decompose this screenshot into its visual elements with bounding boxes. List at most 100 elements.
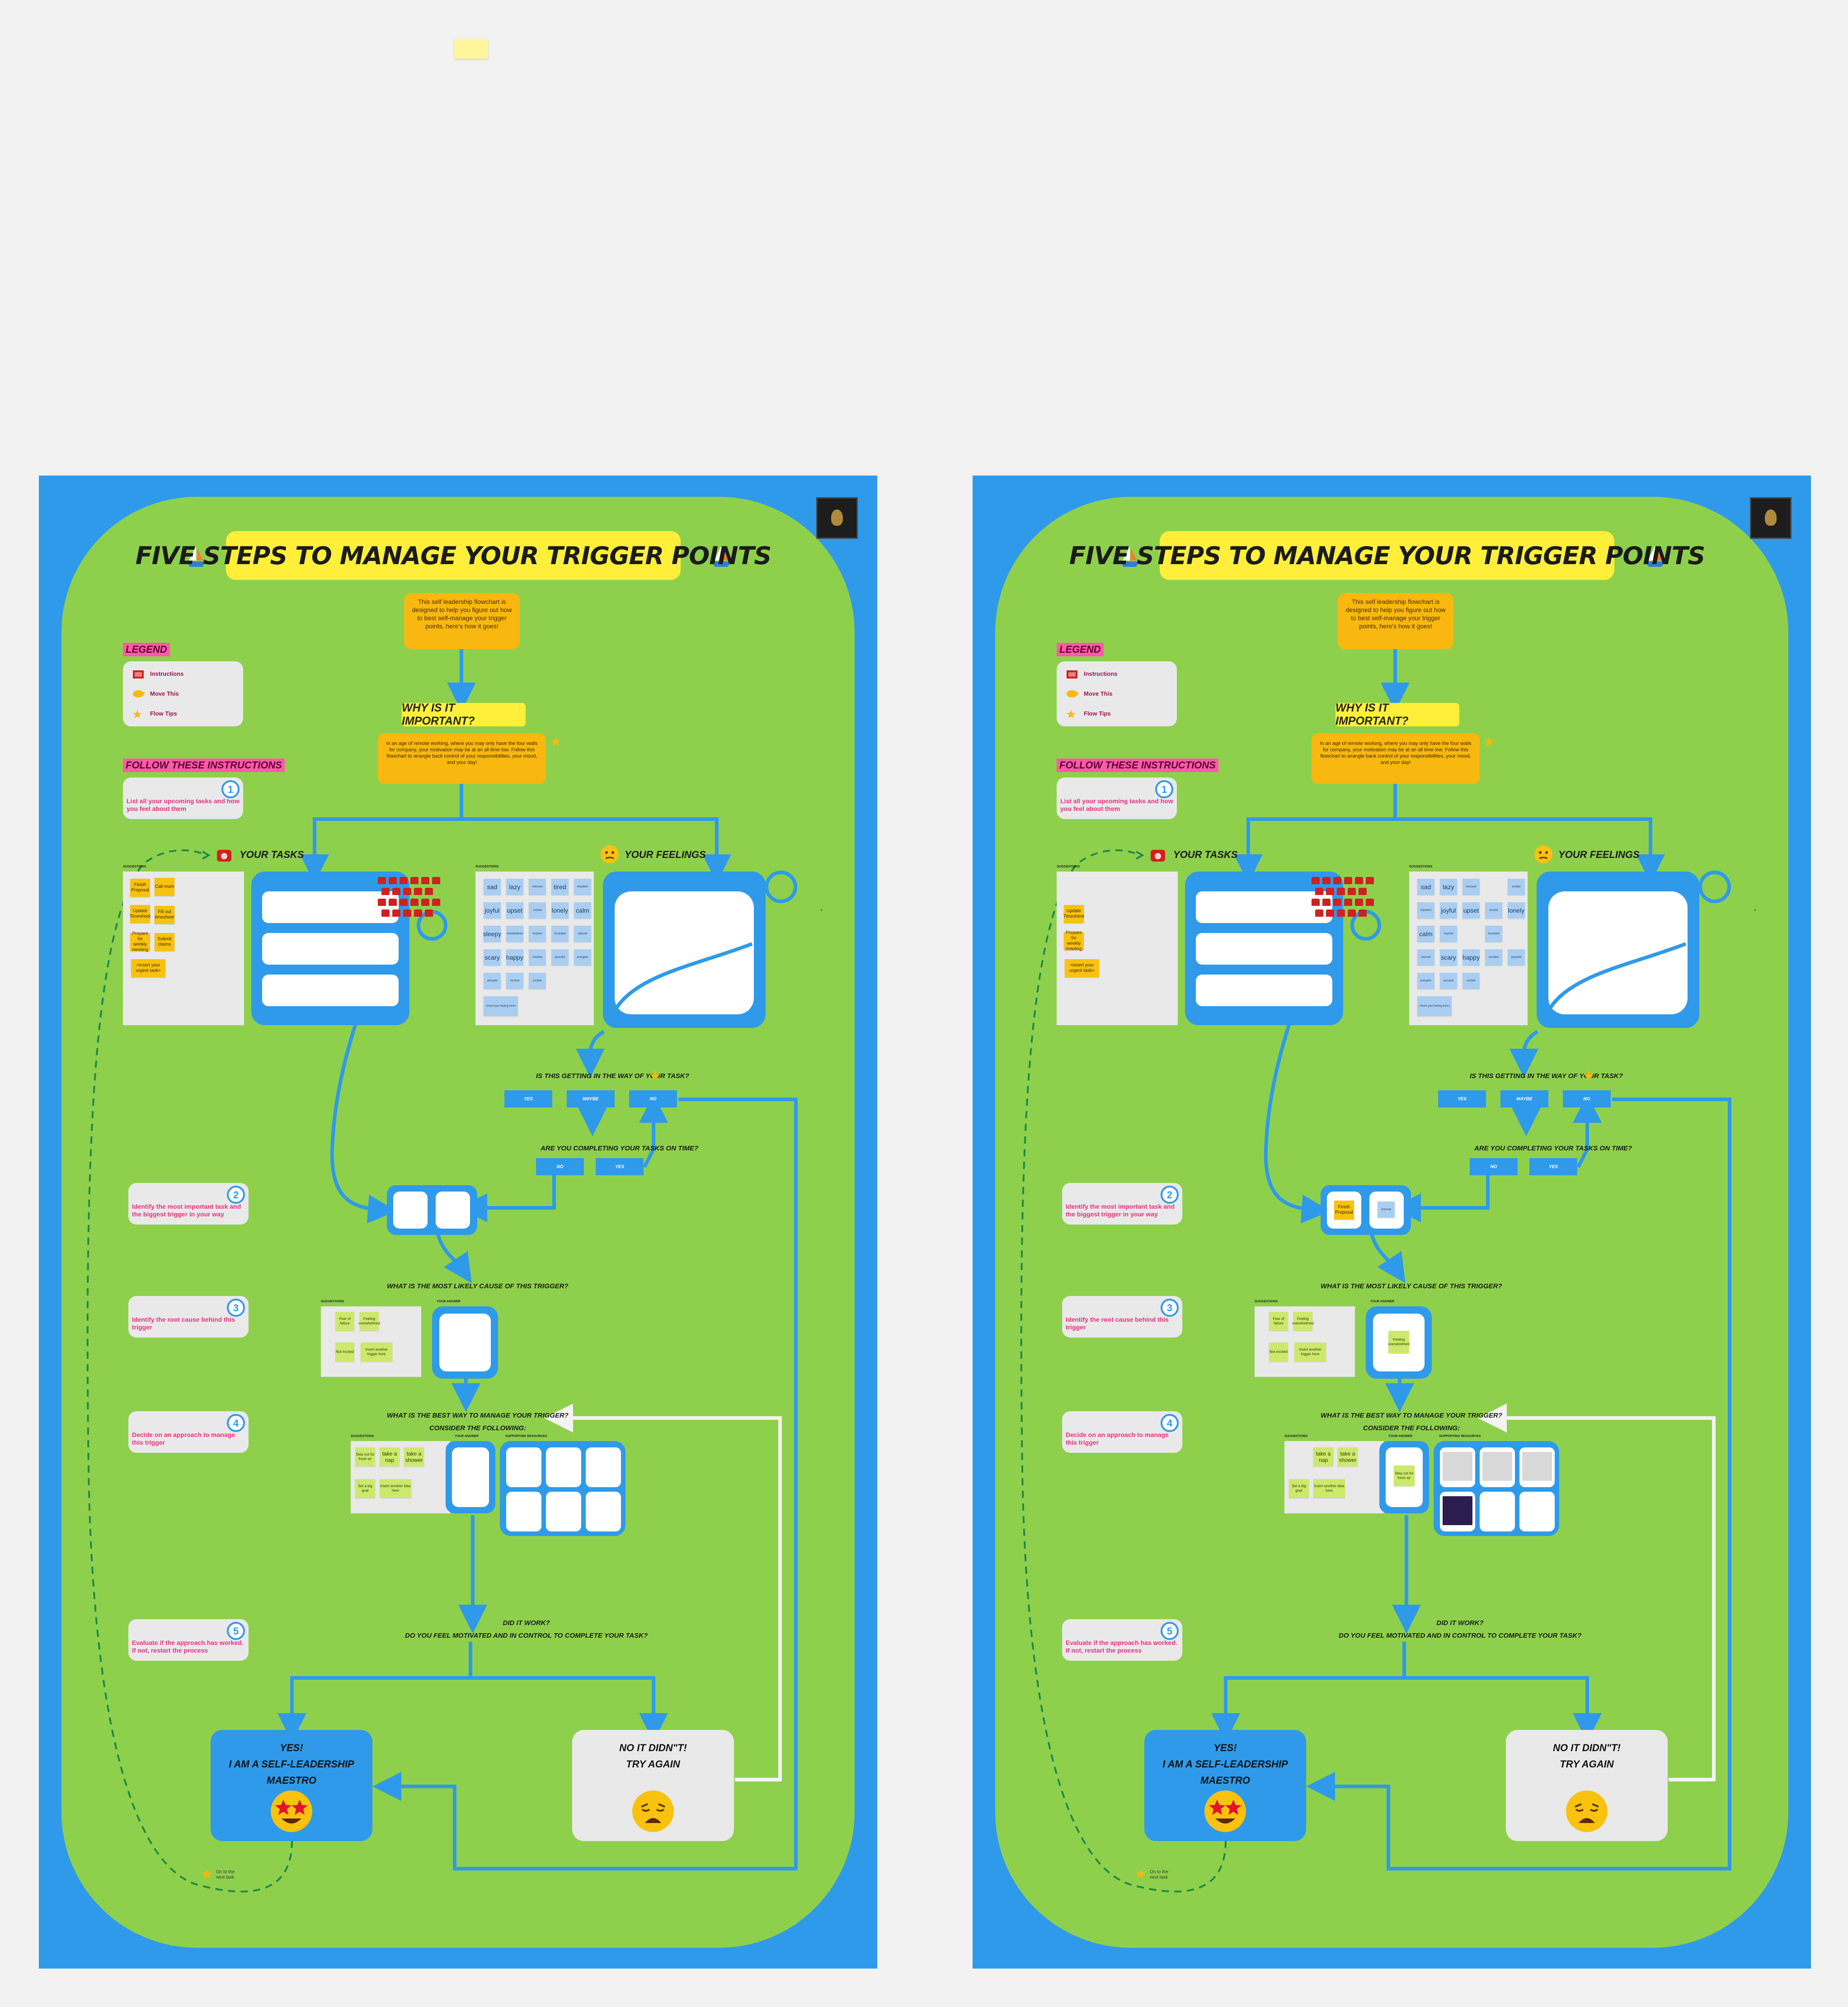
resource-slot[interactable] <box>586 1492 621 1531</box>
feeling-sticky-note[interactable]: energetic <box>1417 973 1434 989</box>
resource-slot[interactable] <box>1480 1492 1515 1531</box>
tasks-slot-today[interactable] <box>262 891 399 923</box>
tasks-slot-urgent[interactable] <box>1196 975 1332 1006</box>
selected-task-slot[interactable]: Finish Proposal <box>1327 1192 1361 1229</box>
resource-thumbnail[interactable] <box>1522 1452 1552 1481</box>
resource-slot[interactable] <box>546 1492 581 1531</box>
approach-sticky-note[interactable]: Insert another idea here <box>1313 1479 1345 1498</box>
task-sticky-note[interactable]: Fill out timesheet <box>155 906 174 924</box>
feeling-sticky-note[interactable]: peaceful <box>551 949 569 966</box>
feeling-insert-note[interactable]: <insert your feeling here> <box>484 996 518 1016</box>
intro-note[interactable]: This self leadership flowchart is design… <box>1338 593 1453 649</box>
approach-sticky-note[interactable]: Step out for fresh air <box>355 1447 375 1466</box>
selected-trigger-slot[interactable] <box>436 1192 470 1229</box>
feeling-sticky-note[interactable]: upset <box>506 902 523 919</box>
selected-task-note[interactable]: Finish Proposal <box>1334 1201 1354 1220</box>
feeling-sticky-note[interactable]: inspired <box>1440 926 1457 942</box>
feeling-sticky-note[interactable]: inspired <box>529 926 546 942</box>
resource-slot[interactable] <box>506 1447 541 1487</box>
feeling-sticky-note[interactable]: frustrated <box>551 926 569 942</box>
drag-handle-circle[interactable] <box>1697 869 1733 905</box>
approach-sticky-note[interactable]: take a nap <box>380 1447 400 1466</box>
floating-sticky-note[interactable] <box>454 39 488 59</box>
importance-note[interactable]: In an age of remote working, where you m… <box>378 733 546 784</box>
resource-thumbnail[interactable] <box>1443 1496 1472 1525</box>
feeling-sticky-note[interactable]: relieved <box>1417 949 1434 966</box>
task-sticky-note[interactable]: Prepare for weekly meeting <box>130 931 150 952</box>
cause-sticky-note[interactable]: Insert another trigger here <box>1294 1343 1326 1362</box>
no-chip[interactable]: NO <box>1470 1158 1518 1175</box>
cause-sticky-note[interactable]: Fear of failure <box>335 1312 354 1331</box>
resource-thumbnail[interactable] <box>1482 1452 1512 1481</box>
tasks-slot-week[interactable] <box>262 933 399 965</box>
tasks-slot-week[interactable] <box>1196 933 1332 965</box>
cause-sticky-note[interactable]: Not excited <box>1269 1343 1288 1362</box>
resource-slot[interactable] <box>1519 1447 1555 1487</box>
cause-answer-slot[interactable] <box>439 1314 491 1371</box>
approach-answer-slot[interactable]: Step out for fresh air <box>1386 1447 1423 1507</box>
feeling-sticky-note[interactable]: lazy <box>1440 879 1457 895</box>
feeling-sticky-note[interactable]: excited <box>1508 879 1525 895</box>
feeling-sticky-note[interactable]: excited <box>1462 973 1480 989</box>
cause-answer-note[interactable]: Feeling overwhelmed <box>1388 1331 1410 1353</box>
task-sticky-note[interactable]: <insert your urgent task> <box>1065 959 1099 977</box>
cause-answer-slot[interactable]: Feeling overwhelmed <box>1373 1314 1425 1371</box>
feeling-sticky-note[interactable]: stressed <box>1462 879 1480 895</box>
no-chip[interactable]: NO <box>629 1090 677 1107</box>
approach-sticky-note[interactable]: Set a big goal <box>355 1479 375 1498</box>
task-sticky-note[interactable]: Call mum <box>155 878 174 896</box>
feeling-insert-note[interactable]: <insert your feeling here> <box>1417 996 1452 1016</box>
feeling-sticky-note[interactable]: stressed <box>529 879 546 895</box>
resource-slot[interactable] <box>1440 1447 1475 1487</box>
feeling-sticky-note[interactable]: scary <box>484 949 501 966</box>
approach-sticky-note[interactable]: Insert another idea here <box>380 1479 411 1498</box>
feeling-sticky-note[interactable]: relieved <box>574 926 591 942</box>
feeling-sticky-note[interactable]: lonely <box>1508 902 1525 919</box>
feeling-sticky-note[interactable]: happy <box>506 949 523 966</box>
feeling-sticky-note[interactable]: sleepy <box>483 926 501 942</box>
feeling-sticky-note[interactable]: troubled <box>529 949 546 966</box>
tasks-slot-urgent[interactable] <box>262 975 399 1006</box>
feeling-sticky-note[interactable]: upset <box>1462 902 1480 919</box>
approach-sticky-note[interactable]: Set a big goal <box>1289 1479 1309 1498</box>
feeling-sticky-note[interactable]: excited <box>1485 902 1502 919</box>
importance-note[interactable]: In an age of remote working, where you m… <box>1312 733 1480 784</box>
task-sticky-note[interactable]: <insert your urgent task> <box>131 959 165 977</box>
tasks-slot-today[interactable] <box>1196 891 1332 923</box>
feeling-sticky-note[interactable]: joyful <box>1440 902 1457 919</box>
cause-sticky-note[interactable]: Fear of failure <box>1269 1312 1288 1331</box>
feeling-sticky-note[interactable]: sad <box>1417 879 1434 895</box>
maybe-chip[interactable]: MAYBE <box>567 1090 615 1107</box>
cause-sticky-note[interactable]: Feeling overwhelmed <box>1292 1312 1314 1331</box>
task-sticky-note[interactable]: Prepare for weekly meeting <box>1064 930 1084 952</box>
approach-sticky-note[interactable]: take a nap <box>1313 1447 1333 1466</box>
selected-trigger-note[interactable]: stressed <box>1378 1201 1395 1218</box>
no-chip[interactable]: NO <box>1563 1090 1611 1107</box>
yes-chip[interactable]: YES <box>596 1158 644 1175</box>
resource-slot[interactable] <box>1480 1447 1515 1487</box>
feeling-sticky-note[interactable]: peaceful <box>1508 949 1525 966</box>
intro-note[interactable]: This self leadership flowchart is design… <box>404 593 520 649</box>
resource-slot[interactable] <box>1440 1492 1475 1531</box>
feeling-sticky-note[interactable]: calm <box>1417 926 1434 942</box>
resource-slot[interactable] <box>546 1447 581 1487</box>
feeling-sticky-note[interactable]: sad <box>484 879 501 895</box>
yes-chip[interactable]: YES <box>1438 1090 1486 1107</box>
feeling-sticky-note[interactable]: nervous <box>506 973 523 989</box>
approach-answer-slot[interactable] <box>452 1447 489 1507</box>
yes-chip[interactable]: YES <box>1529 1158 1577 1175</box>
selected-task-slot[interactable] <box>393 1192 428 1229</box>
cause-sticky-note[interactable]: Insert another trigger here <box>361 1343 392 1362</box>
feeling-sticky-note[interactable]: excited <box>529 973 546 989</box>
feeling-sticky-note[interactable]: lazy <box>506 879 523 895</box>
selected-trigger-slot[interactable]: stressed <box>1369 1192 1404 1229</box>
feeling-sticky-note[interactable]: tired <box>551 879 569 895</box>
feeling-sticky-note[interactable]: troubled <box>1485 949 1502 966</box>
approach-answer-note[interactable]: Step out for fresh air <box>1394 1465 1415 1486</box>
resource-slot[interactable] <box>506 1492 541 1531</box>
no-chip[interactable]: NO <box>536 1158 584 1175</box>
feeling-sticky-note[interactable]: joyful <box>484 902 501 919</box>
feeling-sticky-note[interactable]: energetic <box>574 949 591 966</box>
task-sticky-note[interactable]: Update Timesheet <box>1063 905 1084 923</box>
feeling-sticky-note[interactable]: calm <box>574 902 591 919</box>
